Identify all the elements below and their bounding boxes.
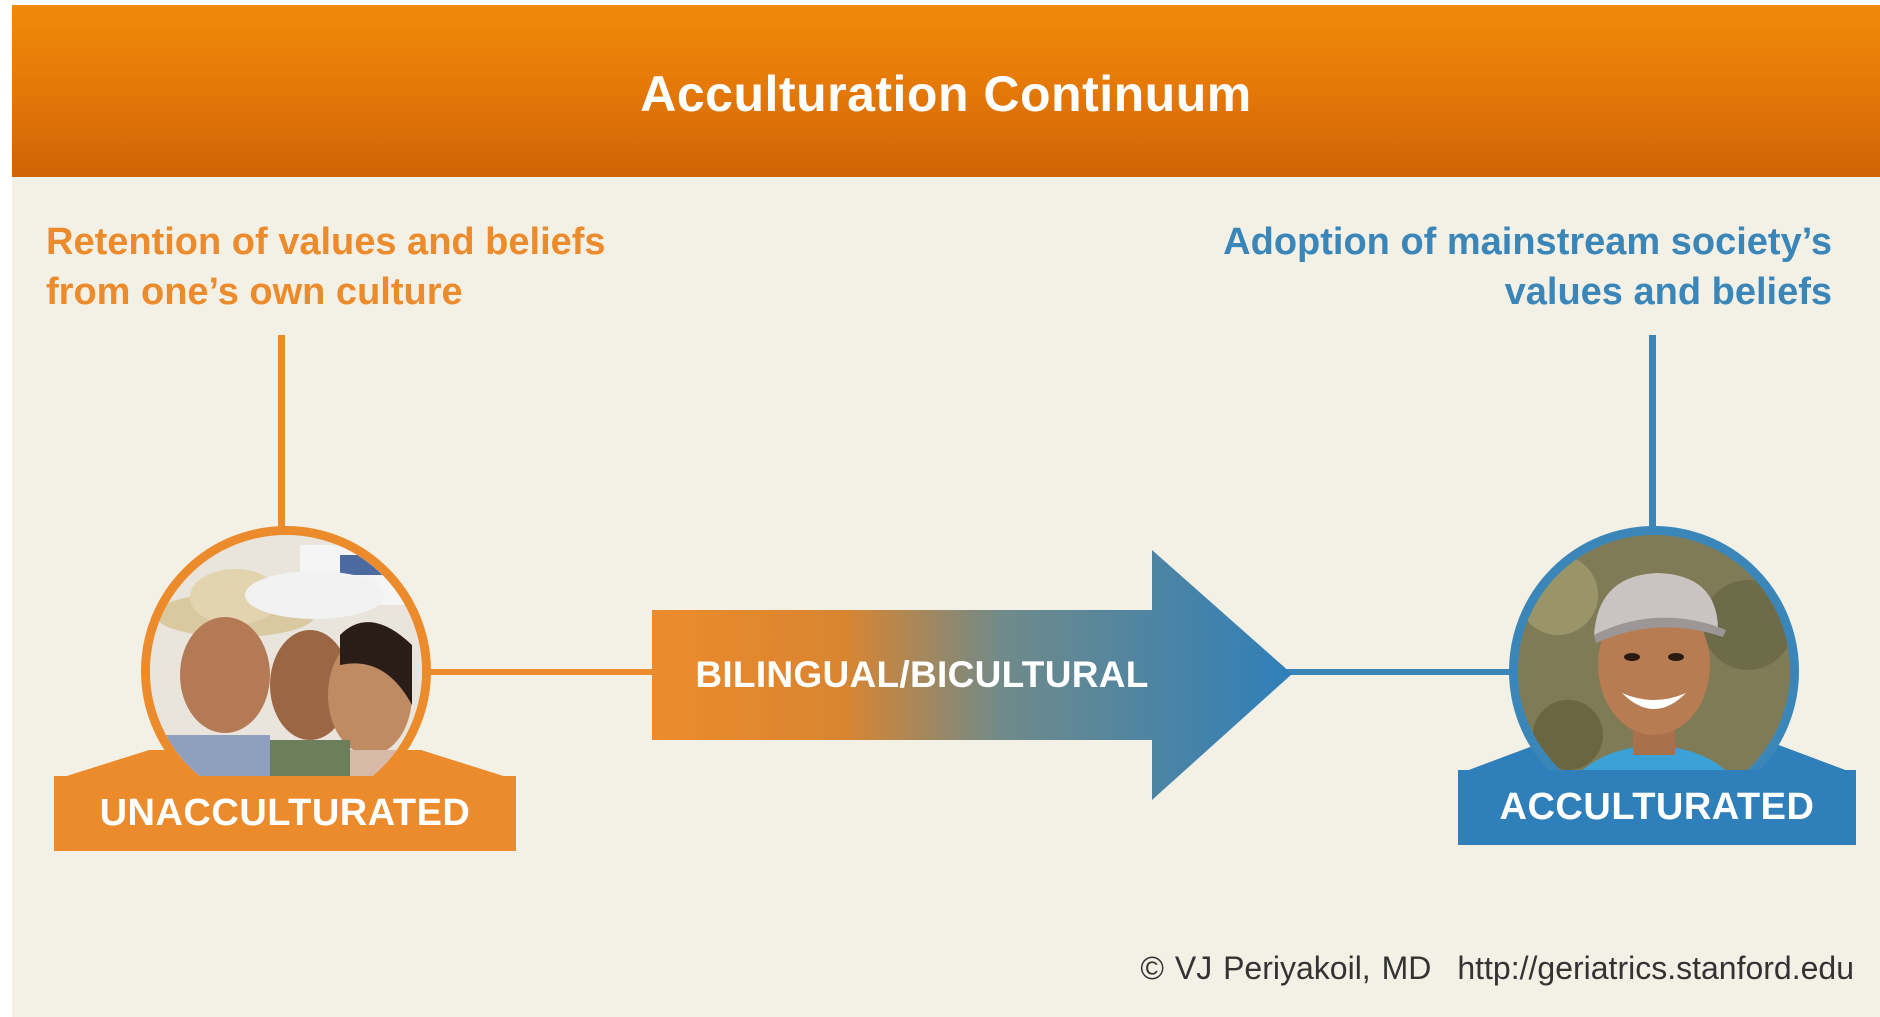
diagram-canvas: Acculturation Continuum Retention of val…: [12, 5, 1880, 1017]
arrow-label: BILINGUAL/BICULTURAL: [695, 654, 1149, 695]
left-connector-vertical: [278, 335, 285, 535]
unacculturated-badge: UNACCULTURATED: [54, 776, 516, 851]
left-caption-line-1: Retention of values and beliefs: [46, 221, 606, 263]
credit-author: © VJ Periyakoil, MD: [1140, 950, 1432, 986]
title-banner: Acculturation Continuum: [12, 5, 1880, 177]
right-caption: Adoption of mainstream society’s values …: [1223, 217, 1832, 317]
left-caption-line-2: from one’s own culture: [46, 271, 463, 313]
left-connector-horizontal: [422, 669, 672, 675]
diagram-title: Acculturation Continuum: [640, 66, 1252, 122]
group-of-people-image: [150, 535, 422, 807]
right-caption-line-1: Adoption of mainstream society’s: [1223, 221, 1832, 263]
right-connector-vertical: [1649, 335, 1656, 535]
smiling-young-man-image: [1518, 535, 1790, 807]
left-caption: Retention of values and beliefs from one…: [46, 217, 606, 317]
right-caption-line-2: values and beliefs: [1504, 271, 1832, 313]
continuum-arrow: [652, 550, 1292, 800]
acculturated-badge: ACCULTURATED: [1458, 770, 1856, 845]
unacculturated-photo: [141, 526, 431, 816]
credit-line: © VJ Periyakoil, MD http://geriatrics.sta…: [1140, 950, 1854, 987]
right-connector-horizontal: [1277, 669, 1522, 675]
credit-url: http://geriatrics.stanford.edu: [1457, 950, 1854, 986]
